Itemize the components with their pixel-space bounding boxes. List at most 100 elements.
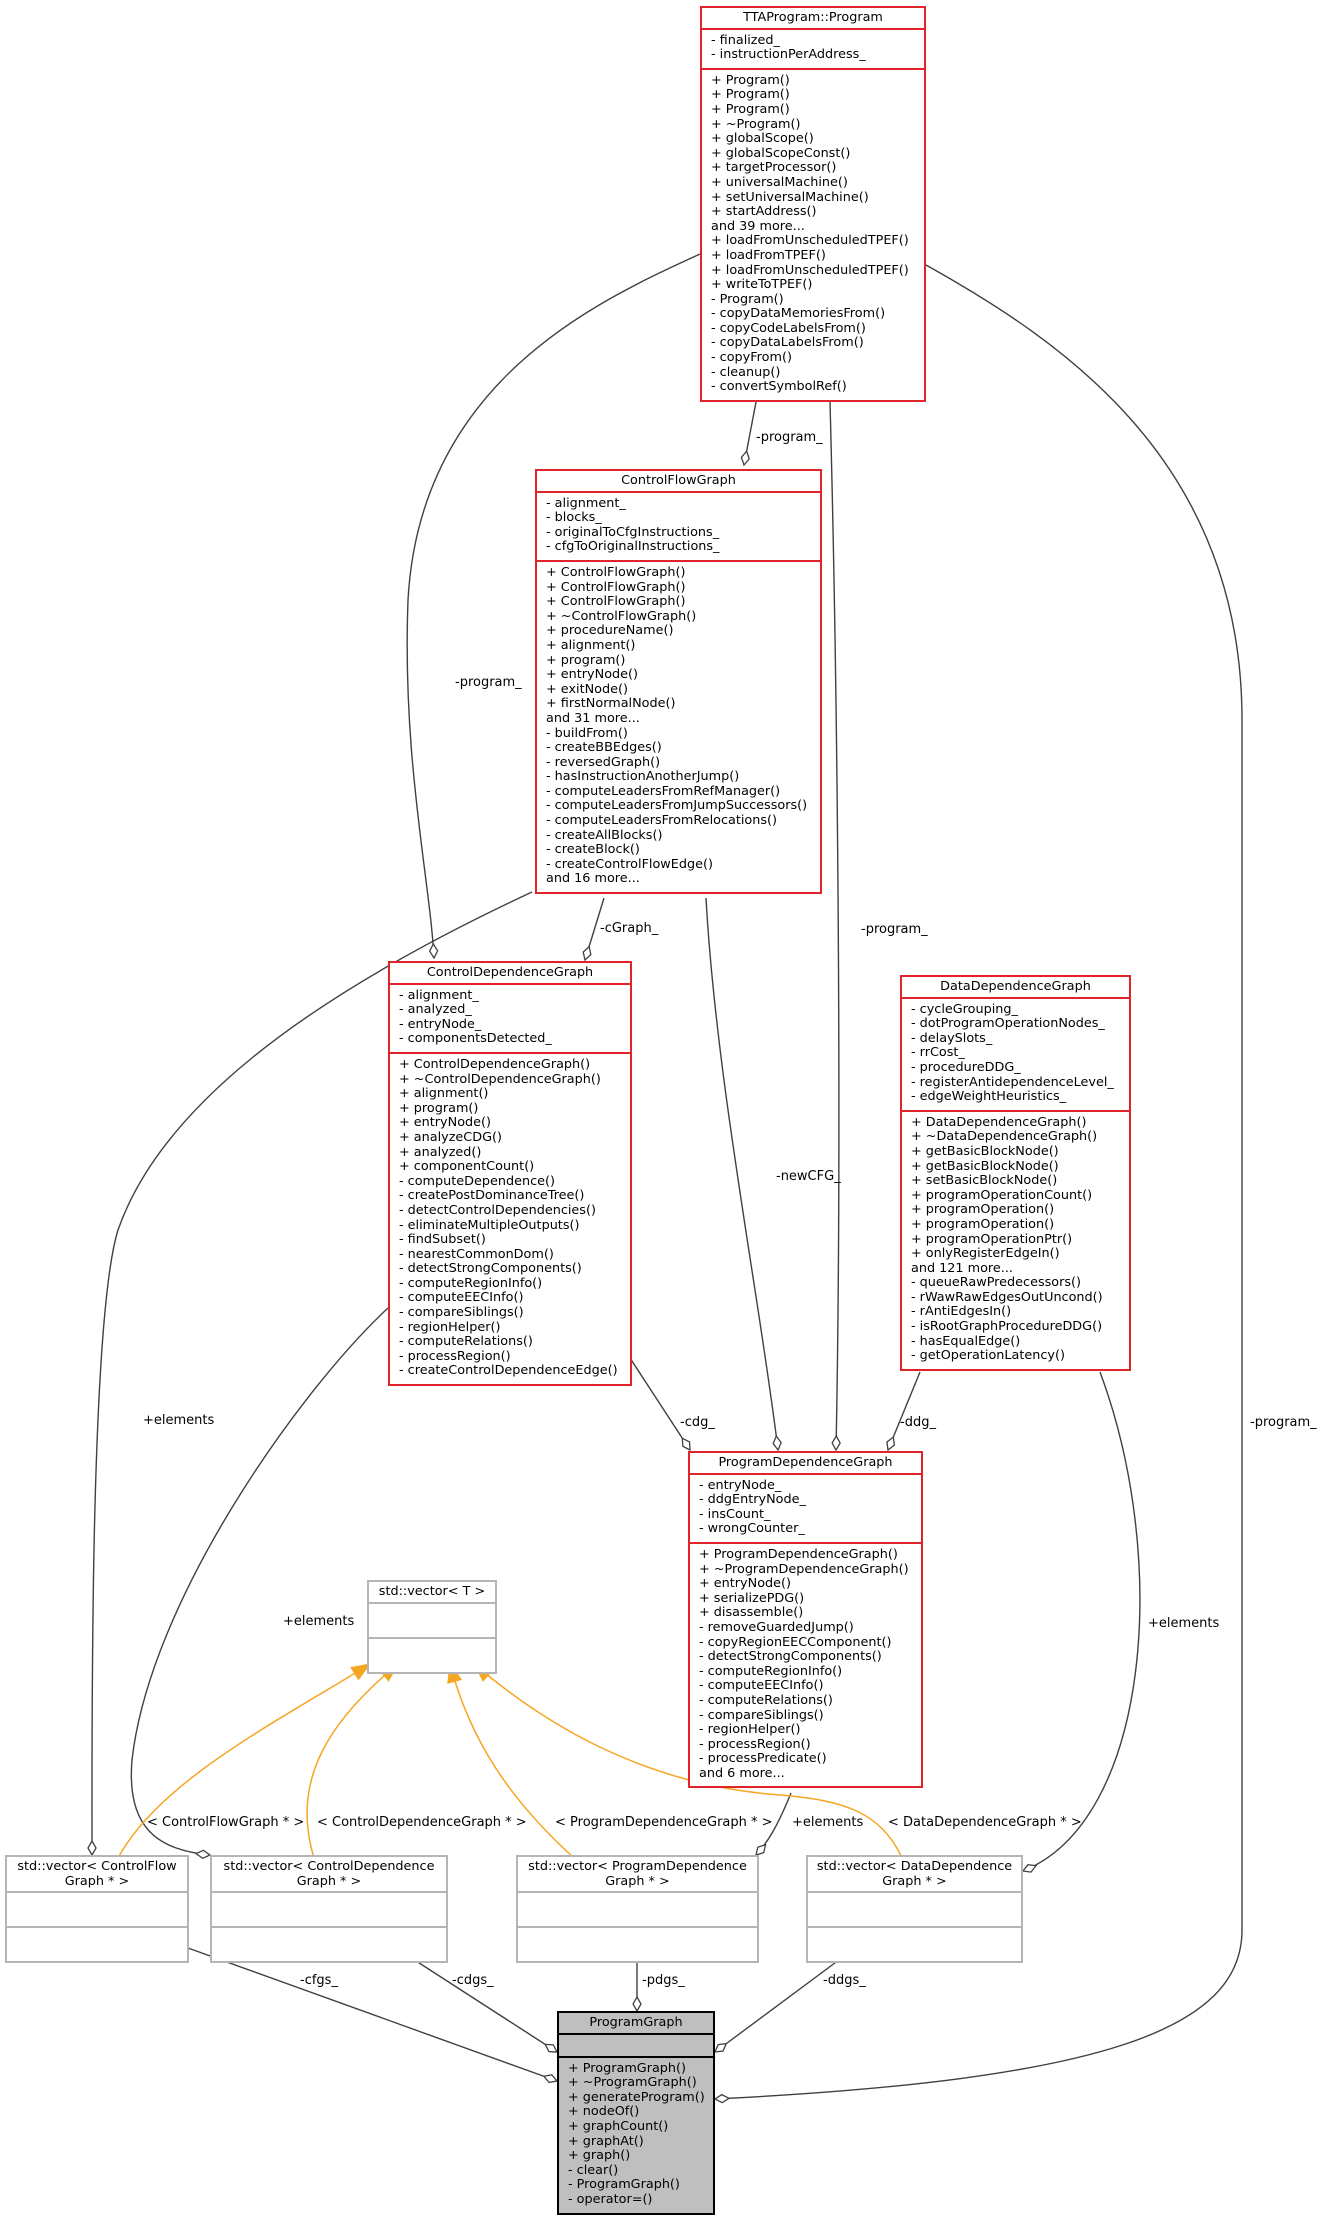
- method-item: - createAllBlocks(): [546, 827, 663, 843]
- method-item: + ProgramGraph(): [568, 2060, 687, 2076]
- method-item: + analyzed(): [399, 1144, 482, 1160]
- pdg-attributes: - entryNode_- ddgEntryNode_- insCount_- …: [690, 1472, 921, 1542]
- method-item: + loadFromTPEF(): [711, 247, 826, 263]
- edge-vecddg-pg: [715, 1947, 856, 2052]
- method-item: and 121 more...: [911, 1260, 1013, 1276]
- method-item: - findSubset(): [399, 1232, 486, 1248]
- attribute-item: - componentsDetected_: [399, 1031, 552, 1047]
- method-item: + graphAt(): [568, 2133, 644, 2149]
- method-item: + globalScope(): [711, 131, 814, 147]
- attribute-item: - cfgToOriginalInstructions_: [546, 539, 720, 555]
- method-item: - detectControlDependencies(): [399, 1202, 596, 1218]
- method-item: + startAddress(): [711, 204, 817, 220]
- method-item: - computeLeadersFromRelocations(): [546, 813, 778, 829]
- class-vector-control-dependence-graph[interactable]: std::vector< ControlDependence Graph * >: [210, 1855, 448, 1964]
- class-control-flow-graph[interactable]: ControlFlowGraph- alignment_- blocks_- o…: [535, 469, 822, 895]
- method-item: + ~Program(): [711, 116, 801, 132]
- method-item: + graphCount(): [568, 2118, 669, 2134]
- class-vector-program-dependence-graph[interactable]: std::vector< ProgramDependence Graph * >: [516, 1855, 759, 1964]
- method-item: + entryNode(): [399, 1115, 492, 1131]
- method-item: - hasEqualEdge(): [911, 1333, 1021, 1349]
- attribute-item: - analyzed_: [399, 1002, 472, 1018]
- method-item: + program(): [399, 1100, 479, 1116]
- edge-program-cfg: [744, 401, 757, 465]
- edge-program-pg: [715, 264, 1243, 2099]
- method-item: + alignment(): [399, 1086, 489, 1102]
- attribute-item: - originalToCfgInstructions_: [546, 524, 720, 540]
- method-item: - processPredicate(): [699, 1751, 827, 1767]
- method-item: - computeLeadersFromRefManager(): [546, 783, 781, 799]
- vecCdg-attributes: [212, 1891, 446, 1926]
- label-tmpl-ddg: < DataDependenceGraph * >: [888, 1815, 1082, 1830]
- edge-inherit-ddg: [474, 1664, 903, 1859]
- cdg-title: ControlDependenceGraph: [426, 965, 594, 980]
- method-item: + getBasicBlockNode(): [911, 1143, 1059, 1159]
- edge-pdg-vecpdg: [756, 1792, 792, 1855]
- method-item: + program(): [546, 652, 626, 668]
- attribute-item: - wrongCounter_: [699, 1521, 805, 1537]
- edge-ddg-pdg: [888, 1371, 921, 1450]
- edge-inherit-pdg: [450, 1664, 575, 1859]
- vecCdg-methods: [212, 1926, 446, 1961]
- ddg-methods: + DataDependenceGraph()+ ~DataDependence…: [902, 1109, 1129, 1369]
- cdg-attributes: - alignment_- analyzed_- entryNode_- com…: [390, 982, 630, 1052]
- method-item: + ControlFlowGraph(): [546, 564, 686, 580]
- pdg-methods: + ProgramDependenceGraph()+ ~ProgramDepe…: [690, 1541, 921, 1787]
- method-item: + globalScopeConst(): [711, 145, 851, 161]
- label-vecpdg-pg: -pdgs_: [642, 1973, 685, 1988]
- method-item: - regionHelper(): [699, 1722, 801, 1738]
- method-item: - eliminateMultipleOutputs(): [399, 1217, 580, 1233]
- edge-inherit-cdg: [306, 1664, 398, 1859]
- vecT-methods: [369, 1636, 495, 1672]
- method-item: - createControlDependenceEdge(): [399, 1363, 618, 1379]
- cfg-methods: + ControlFlowGraph()+ ControlFlowGraph()…: [537, 559, 820, 892]
- method-item: - createControlFlowEdge(): [546, 856, 713, 872]
- method-item: - compareSiblings(): [699, 1707, 824, 1723]
- method-item: - operator=(): [568, 2191, 653, 2207]
- method-item: + ~ProgramGraph(): [568, 2075, 697, 2091]
- method-item: + Program(): [711, 72, 790, 88]
- method-item: + writeToTPEF(): [711, 277, 813, 293]
- method-item: - convertSymbolRef(): [711, 379, 847, 395]
- method-item: - buildFrom(): [546, 725, 628, 741]
- method-item: - detectStrongComponents(): [399, 1261, 582, 1277]
- edge-cfg-cdg: [585, 897, 605, 960]
- method-item: - rWawRawEdgesOutUncond(): [911, 1289, 1103, 1305]
- label-cfg-veccfg: +elements: [143, 1413, 214, 1428]
- attribute-item: - entryNode_: [399, 1016, 482, 1032]
- edge-cdg-veccdg: [130, 1307, 389, 1855]
- pg-attributes: [559, 2032, 713, 2056]
- class-vector-t[interactable]: std::vector< T >: [367, 1580, 497, 1674]
- attribute-item: - blocks_: [546, 510, 602, 526]
- attribute-item: - alignment_: [399, 987, 479, 1003]
- method-item: + ControlFlowGraph(): [546, 594, 686, 610]
- method-item: + firstNormalNode(): [546, 696, 676, 712]
- edge-program-cdg: [406, 253, 701, 958]
- method-item: + ~ControlFlowGraph(): [546, 608, 697, 624]
- method-item: - computeRegionInfo(): [699, 1663, 843, 1679]
- method-item: - createPostDominanceTree(): [399, 1188, 585, 1204]
- class-vector-data-dependence-graph[interactable]: std::vector< DataDependence Graph * >: [806, 1855, 1023, 1964]
- class-control-dependence-graph[interactable]: ControlDependenceGraph - alignment_- anal…: [388, 961, 632, 1387]
- program-attributes: - finalized_- instructionPerAddress_: [702, 27, 924, 68]
- pg-title: ProgramGraph: [589, 2015, 683, 2030]
- cdg-methods: + ControlDependenceGraph()+ ~ControlDepe…: [390, 1051, 630, 1384]
- method-item: + ControlFlowGraph(): [546, 579, 686, 595]
- label-program-cdg: -program_: [455, 675, 522, 690]
- attribute-item: - alignment_: [546, 495, 626, 511]
- label-tmpl-cfg: < ControlFlowGraph * >: [147, 1815, 304, 1830]
- class-program-graph[interactable]: ProgramGraph + ProgramGraph()+ ~ProgramGr…: [557, 2011, 715, 2215]
- method-item: - detectStrongComponents(): [699, 1649, 882, 1665]
- label-ddg-vecddg: +elements: [1148, 1616, 1219, 1631]
- attribute-item: - instructionPerAddress_: [711, 47, 866, 63]
- method-item: and 39 more...: [711, 218, 805, 234]
- class-vector-control-flow-graph[interactable]: std::vector< ControlFlow Graph * >: [5, 1855, 189, 1964]
- attribute-item: - registerAntidependenceLevel_: [911, 1074, 1114, 1090]
- method-item: - Program(): [711, 291, 784, 307]
- class-data-dependence-graph[interactable]: DataDependenceGraph- cycleGrouping_- dot…: [900, 975, 1131, 1371]
- method-item: + analyzeCDG(): [399, 1129, 502, 1145]
- label-cfg-pdg: -newCFG_: [776, 1169, 841, 1184]
- class-program[interactable]: TTAProgram::Program- finalized_- instruc…: [700, 6, 926, 402]
- label-cdg-pdg: -cdg_: [680, 1415, 715, 1430]
- class-program-dependence-graph[interactable]: ProgramDependenceGraph- entryNode_- ddgE…: [688, 1451, 923, 1789]
